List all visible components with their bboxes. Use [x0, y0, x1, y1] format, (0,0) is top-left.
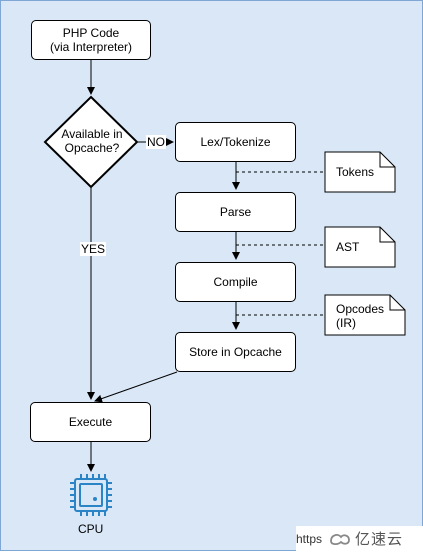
watermark: https 亿速云 [296, 526, 423, 551]
cpu-icon [70, 474, 112, 516]
node-store: Store in Opcache [175, 332, 296, 372]
edge-label-no: NO [146, 135, 166, 149]
edge-store-to-execute [94, 371, 178, 403]
note-tokens: Tokens [336, 165, 375, 179]
node-decision-label: Available in Opcache? [61, 127, 123, 155]
node-php-code: PHP Code (via Interpreter) [31, 20, 151, 60]
note-ast: AST [336, 240, 360, 254]
node-execute: Execute [30, 402, 151, 442]
note-shape-opcodes [324, 294, 406, 336]
note-shape-ast [324, 226, 396, 268]
node-parse: Parse [175, 192, 296, 232]
watermark-logo-icon [328, 531, 352, 547]
watermark-prefix: https [296, 531, 323, 546]
cpu-label: CPU [78, 522, 104, 536]
note-opcodes: Opcodes (IR) [336, 302, 385, 330]
watermark-brand: 亿速云 [355, 531, 404, 548]
note-shape-tokens [324, 151, 396, 193]
edge-label-yes: YES [80, 242, 107, 256]
node-compile: Compile [175, 262, 296, 302]
node-lex: Lex/Tokenize [175, 122, 296, 162]
